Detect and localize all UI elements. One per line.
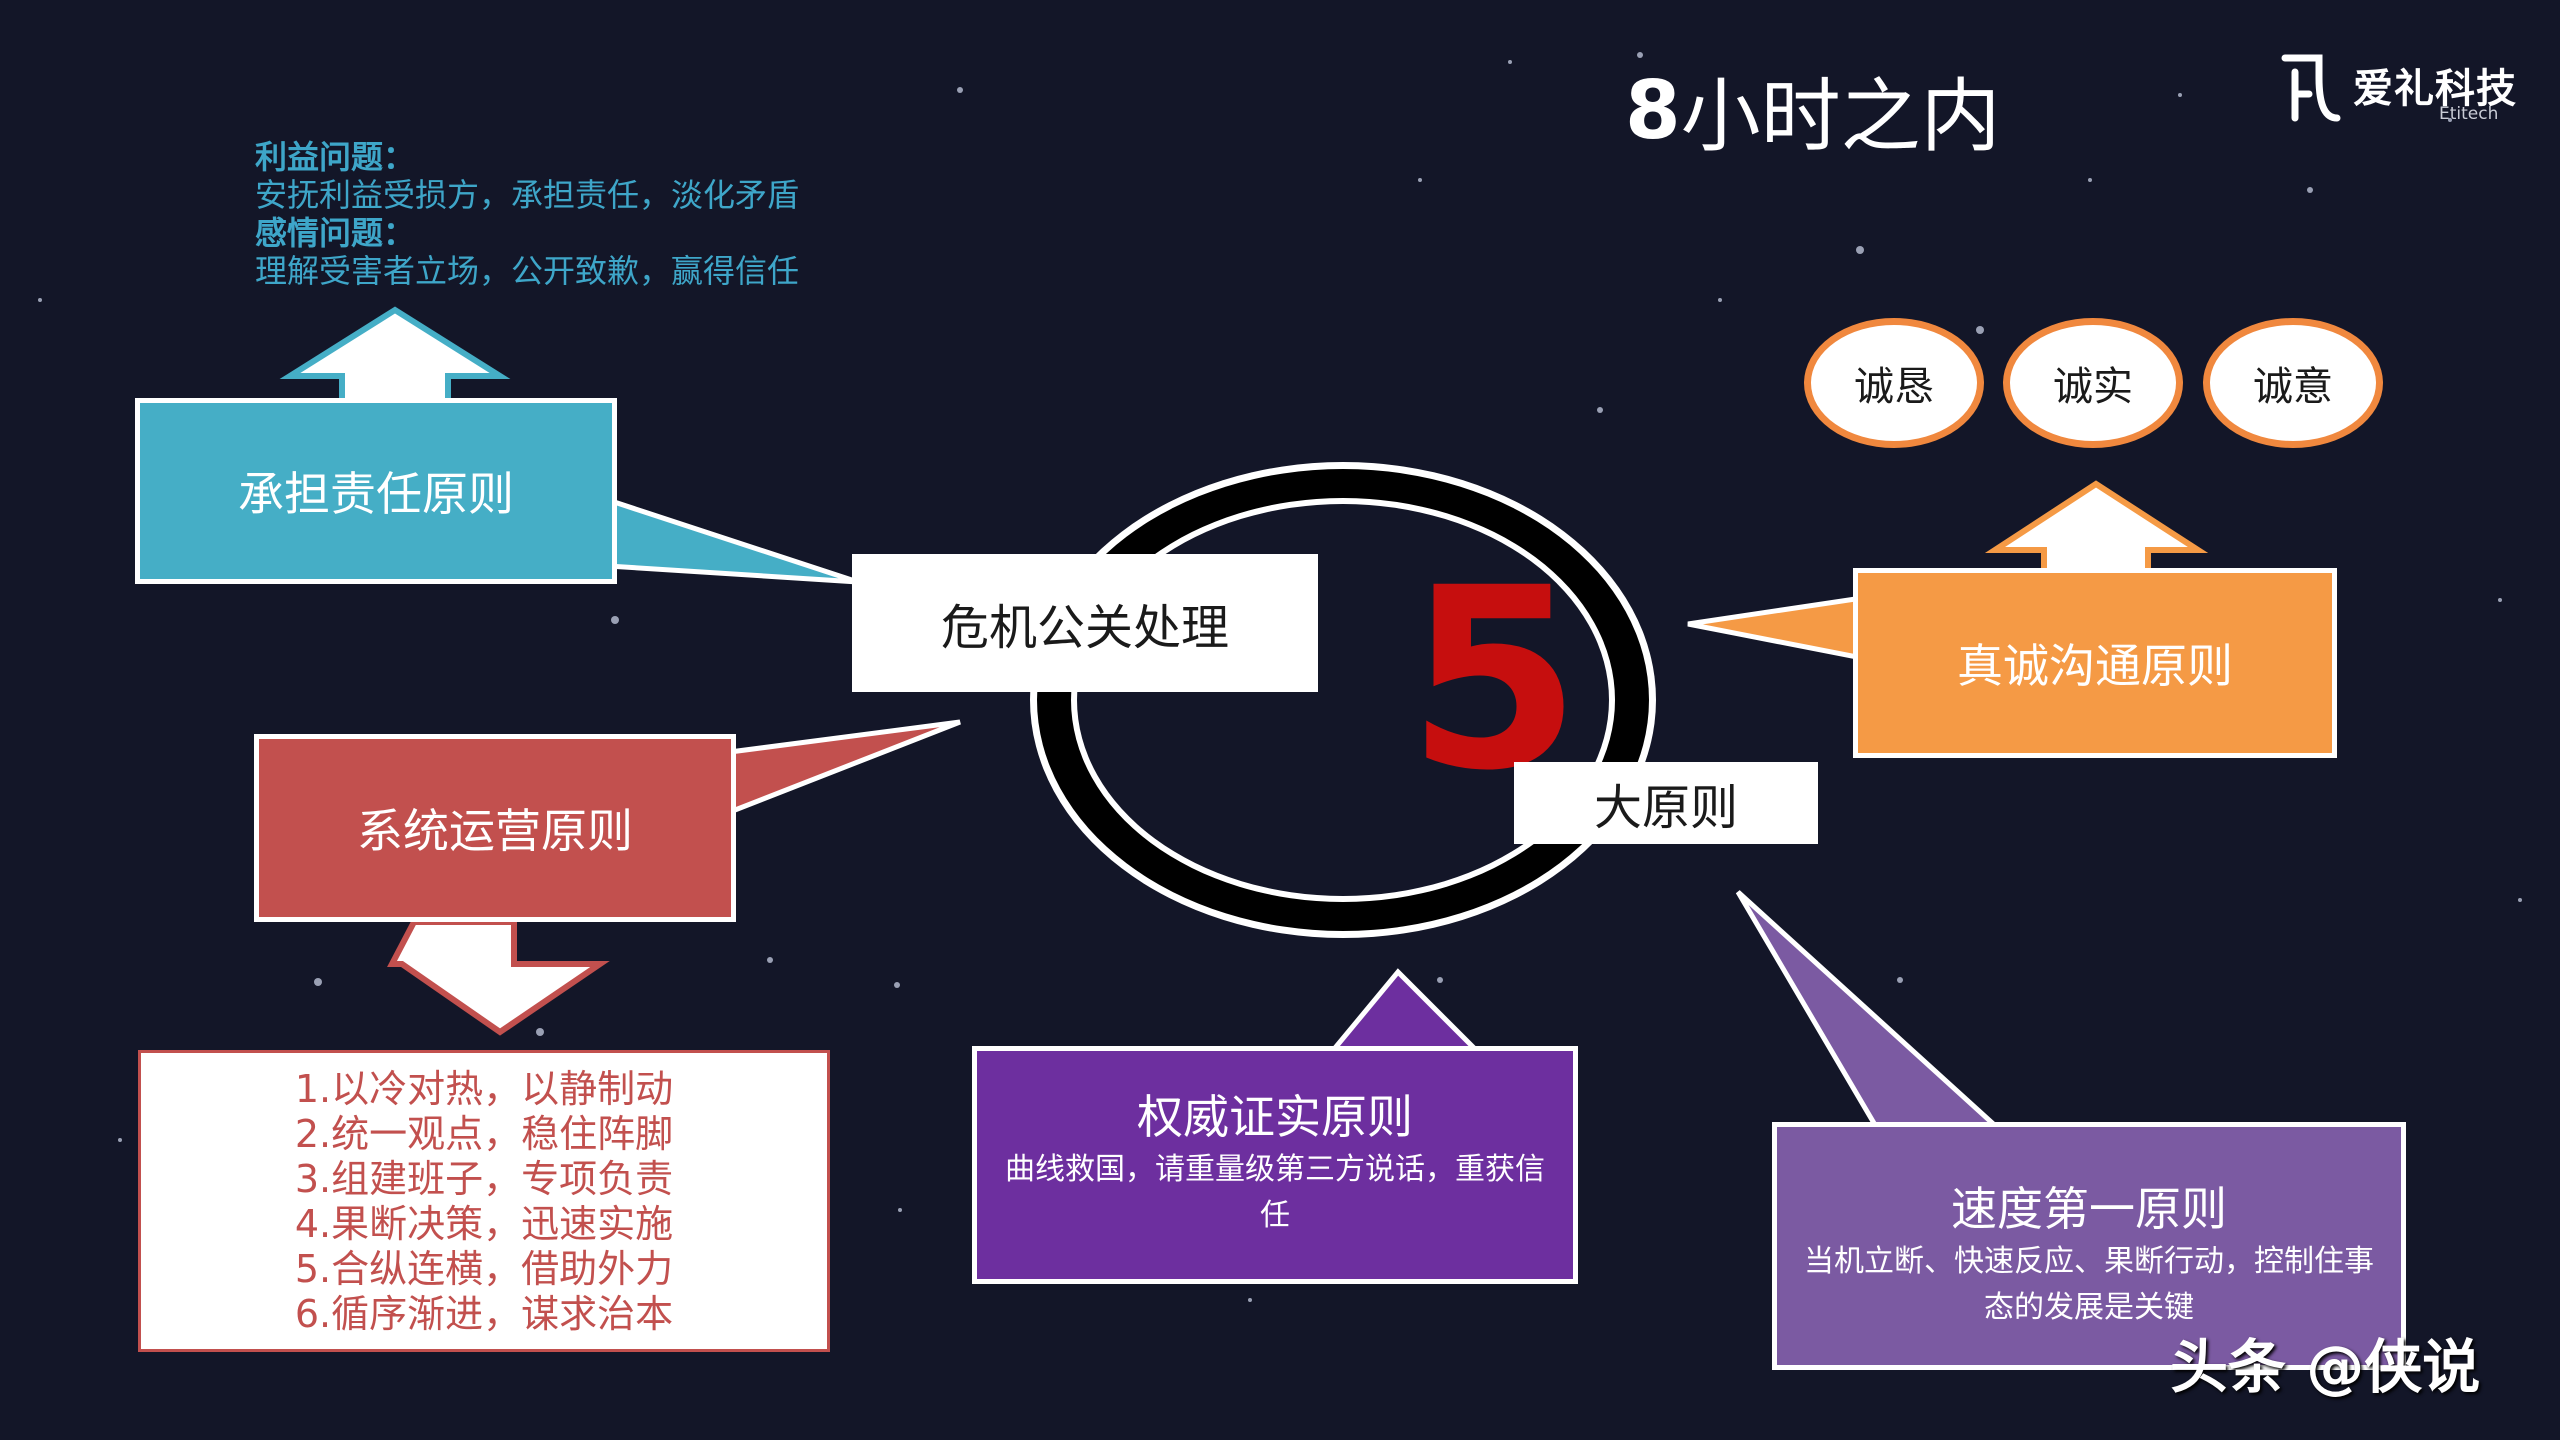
star-dot [957, 87, 963, 93]
callout-tail-responsibility [605, 496, 859, 585]
page-title: 8 小时之内 [1625, 50, 2145, 170]
logo-name: 爱礼科技 [2353, 66, 2517, 112]
star-dot [314, 978, 322, 986]
star-dot [898, 1208, 902, 1212]
principle-label-system: 系统运营原则 [357, 804, 633, 858]
star-dot [2518, 898, 2522, 902]
principle-box-responsibility: 承担责任原则 [135, 398, 617, 584]
star-dot [1437, 977, 1443, 983]
principle-box-speed: 速度第一原则 当机立断、快速反应、果断行动，控制住事态的发展是关键 [1772, 1122, 2406, 1370]
notes-heading-emotion: 感情问题： [255, 214, 416, 252]
list-item: 5.合纵连横，借助外力 [294, 1247, 674, 1291]
notes-text-interest: 安抚利益受损方，承担责任，淡化矛盾 [255, 176, 800, 214]
principle-label-responsibility: 承担责任原则 [238, 467, 514, 521]
principle-count-label: 大原则 [1514, 762, 1818, 844]
star-dot [1718, 298, 1722, 302]
callout-tail-speed [1735, 890, 2007, 1133]
star-dot [1856, 246, 1864, 254]
principle-label-sincere: 真诚沟通原则 [1957, 639, 2233, 693]
star-dot [38, 298, 42, 302]
sincere-pill: 诚实 [2003, 318, 2183, 448]
principle-desc-speed: 当机立断、快速反应、果断行动，控制住事态的发展是关键 [1804, 1244, 2374, 1325]
list-item: 6.循序渐进，谋求治本 [294, 1292, 674, 1336]
star-dot [1597, 407, 1603, 413]
arrow-down-system [387, 919, 610, 1036]
crisis-label-box: 危机公关处理 [852, 554, 1318, 692]
system-steps-list: 1.以冷对热，以静制动 2.统一观点，稳住阵脚 3.组建班子，专项负责 4.果断… [138, 1050, 830, 1352]
principle-box-sincere: 真诚沟通原则 [1853, 568, 2337, 758]
star-dot [1418, 178, 1422, 182]
principle-label-authority: 权威证实原则 [1137, 1090, 1413, 1144]
star-dot [1508, 60, 1512, 64]
star-dot [894, 982, 900, 988]
star-dot [2178, 93, 2182, 97]
arrow-up-responsibility [279, 306, 511, 405]
star-dot [1897, 977, 1903, 983]
responsibility-notes: 利益问题： 安抚利益受损方，承担责任，淡化矛盾 感情问题： 理解受害者立场，公开… [255, 138, 875, 290]
star-dot [767, 957, 773, 963]
callout-tail-sincere [1687, 595, 1865, 662]
title-text: 小时之内 [1680, 70, 2001, 163]
list-item: 1.以冷对热，以静制动 [294, 1067, 674, 1111]
star-dot [1248, 1298, 1252, 1302]
logo-sub: Etitech [2439, 104, 2499, 124]
list-item: 2.统一观点，稳住阵脚 [294, 1112, 674, 1156]
star-dot [2498, 598, 2502, 602]
star-dot [536, 1028, 544, 1036]
watermark: 头条 @侠说 [2170, 1333, 2481, 1401]
star-dot [2307, 187, 2313, 193]
principle-box-system: 系统运营原则 [254, 734, 736, 922]
background-stars [38, 52, 2522, 1302]
star-dot [2448, 118, 2452, 122]
principle-box-authority: 权威证实原则 曲线救国，请重量级第三方说话，重获信任 [972, 1046, 1578, 1284]
title-number: 8 [1625, 63, 1681, 157]
company-logo: 爱礼科技 Etitech [2275, 48, 2535, 128]
arrow-up-sincere [1984, 480, 2209, 575]
notes-heading-interest: 利益问题： [255, 138, 416, 176]
list-item: 3.组建班子，专项负责 [294, 1157, 674, 1201]
callout-tail-system [727, 719, 961, 816]
notes-text-emotion: 理解受害者立场，公开致歉，赢得信任 [255, 252, 800, 290]
sincere-pill: 诚恳 [1804, 318, 1984, 448]
principle-desc-authority: 曲线救国，请重量级第三方说话，重获信任 [1005, 1152, 1545, 1233]
star-dot [1637, 52, 1643, 58]
list-item: 4.果断决策，迅速实施 [294, 1202, 674, 1246]
star-dot [118, 1138, 122, 1142]
principle-label-speed: 速度第一原则 [1951, 1182, 2227, 1236]
star-dot [611, 616, 619, 624]
callout-tail-authority [1324, 968, 1487, 1057]
logo-mark-icon [2281, 54, 2341, 122]
star-dot [2088, 178, 2092, 182]
sincere-pill: 诚意 [2203, 318, 2383, 448]
star-dot [1976, 326, 1984, 334]
